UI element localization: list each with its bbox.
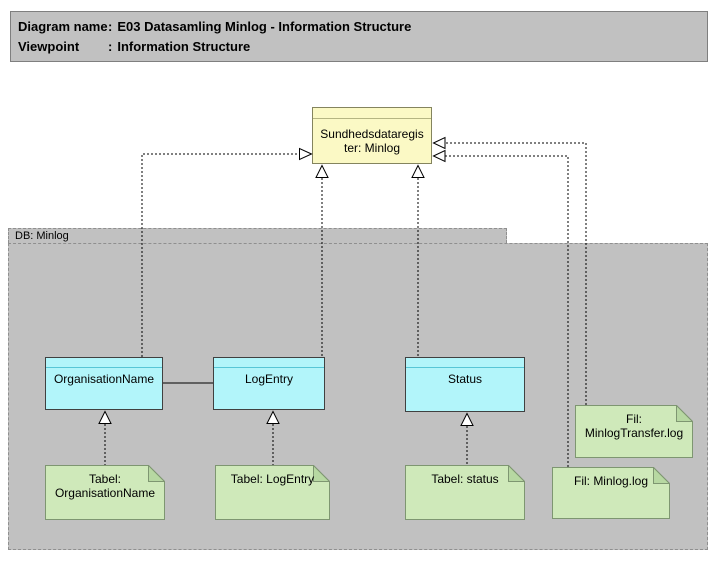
note-label: Tabel: OrganisationName (45, 465, 165, 500)
note-tabel-organisationname[interactable]: Tabel: OrganisationName (45, 465, 165, 520)
header-separator: : (108, 19, 113, 34)
register-label: Sundhedsdataregister: Minlog (320, 127, 424, 155)
element-sundhedsdataregister-minlog[interactable]: Sundhedsdataregister: Minlog (312, 107, 432, 164)
note-label: Tabel: LogEntry (215, 465, 330, 486)
note-shape (552, 467, 670, 519)
entity-top-compartment (46, 358, 162, 368)
note-fil-minlog-log[interactable]: Fil: Minlog.log (552, 467, 670, 519)
db-group-tab[interactable]: DB: Minlog (8, 228, 507, 243)
header-separator: : (108, 39, 113, 54)
note-label: Fil: MinlogTransfer.log (575, 405, 693, 440)
note-line: OrganisationName (54, 486, 156, 500)
note-line: Fil: Minlog.log (573, 474, 649, 488)
note-label: Tabel: status (405, 465, 525, 486)
element-logentry[interactable]: LogEntry (213, 357, 325, 410)
entity-top-compartment (406, 358, 524, 368)
register-body: Sundhedsdataregister: Minlog (313, 119, 431, 163)
organisationname-label: OrganisationName (53, 372, 155, 386)
header-diagram-name-label: Diagram name (18, 19, 108, 34)
element-organisationname[interactable]: OrganisationName (45, 357, 163, 410)
diagram-header[interactable]: Diagram name: E03 Datasamling Minlog - In… (10, 11, 708, 62)
note-line: MinlogTransfer.log (584, 426, 684, 440)
note-shape (45, 465, 165, 520)
note-tabel-status[interactable]: Tabel: status (405, 465, 525, 520)
header-viewpoint-value: Information Structure (117, 39, 251, 54)
note-fil-minlogtransfer-log[interactable]: Fil: MinlogTransfer.log (575, 405, 693, 458)
header-diagram-name-value: E03 Datasamling Minlog - Information Str… (117, 19, 412, 34)
status-label: Status (447, 372, 483, 386)
db-group-title: DB: Minlog (15, 230, 69, 242)
element-status[interactable]: Status (405, 357, 525, 412)
note-tabel-logentry[interactable]: Tabel: LogEntry (215, 465, 330, 520)
register-top-compartment (313, 108, 431, 119)
entity-top-compartment (214, 358, 324, 368)
logentry-label: LogEntry (244, 372, 294, 386)
note-line: Fil: (626, 412, 642, 426)
note-line: Tabel: LogEntry (230, 472, 315, 486)
header-viewpoint-row: Viewpoint: Information Structure (18, 37, 707, 57)
note-shape (575, 405, 693, 458)
note-line: Tabel: (88, 472, 122, 486)
header-diagram-name-row: Diagram name: E03 Datasamling Minlog - In… (18, 17, 707, 37)
note-line: Tabel: status (431, 472, 499, 486)
note-label: Fil: Minlog.log (552, 467, 670, 488)
header-viewpoint-label: Viewpoint (18, 39, 80, 54)
note-shape (215, 465, 330, 520)
